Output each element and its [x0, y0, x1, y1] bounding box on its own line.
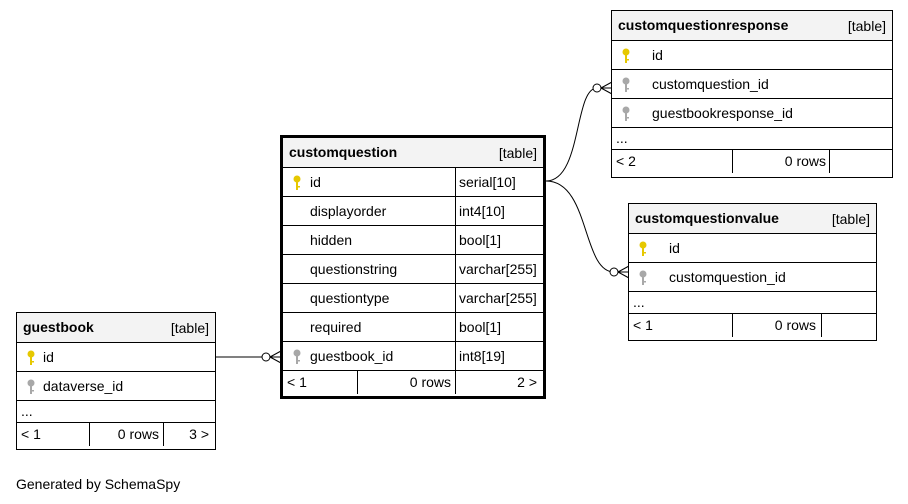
column-name: required	[310, 319, 362, 335]
table-header: customquestionvalue [table]	[629, 204, 876, 234]
row-count: 0 rows	[774, 317, 816, 333]
key-icon	[622, 106, 630, 121]
column-type: serial[10]	[459, 174, 516, 190]
column-type: int4[10]	[459, 203, 505, 219]
key-icon	[27, 350, 35, 365]
table-footer: < 1 0 rows 3 >	[17, 423, 215, 446]
table-header: guestbook [table]	[17, 313, 215, 343]
relationship-guestbook-customquestion	[216, 350, 282, 364]
table-customquestionvalue[interactable]: customquestionvalue [table] id customque…	[628, 203, 877, 341]
relationship-customquestion-customquestionvalue	[545, 180, 630, 279]
column-row: id	[629, 234, 876, 263]
table-customquestionresponse[interactable]: customquestionresponse [table] id custom…	[611, 10, 893, 178]
key-icon	[639, 270, 647, 285]
key-icon	[27, 379, 35, 394]
column-row: customquestion_id	[612, 70, 892, 99]
column-row: displayorder int4[10]	[283, 197, 543, 226]
parents-count: < 2	[616, 153, 636, 169]
column-name: displayorder	[310, 203, 387, 219]
table-name: guestbook	[23, 319, 94, 335]
column-name: dataverse_id	[43, 378, 124, 394]
column-row: guestbookresponse_id	[612, 99, 892, 128]
column-name: questionstring	[310, 261, 398, 277]
row-count: 0 rows	[409, 374, 451, 390]
generated-by-note: Generated by SchemaSpy	[16, 476, 181, 492]
parents-count: < 1	[633, 317, 653, 333]
key-icon	[293, 175, 301, 190]
column-name: questiontype	[310, 290, 390, 306]
parents-count: < 1	[287, 374, 307, 390]
table-footer: < 1 0 rows	[629, 314, 876, 337]
column-row: questionstring varchar[255]	[283, 255, 543, 284]
table-name: customquestionvalue	[635, 210, 779, 226]
column-name: id	[43, 349, 54, 365]
column-row: questiontype varchar[255]	[283, 284, 543, 313]
column-name: customquestion_id	[652, 76, 769, 92]
column-type: varchar[255]	[459, 290, 537, 306]
children-count: 3 >	[189, 426, 209, 442]
table-footer: < 1 0 rows 2 >	[283, 371, 543, 394]
column-name: id	[652, 47, 663, 63]
key-icon	[293, 349, 301, 364]
column-row: guestbook_id int8[19]	[283, 342, 543, 371]
table-kind: [table]	[831, 211, 870, 227]
key-icon	[639, 241, 647, 256]
column-name: id	[669, 240, 680, 256]
table-name: customquestion	[289, 144, 398, 160]
children-count: 2 >	[517, 374, 537, 390]
column-type: bool[1]	[459, 232, 502, 248]
more-columns: ...	[612, 128, 892, 150]
column-row: required bool[1]	[283, 313, 543, 342]
column-row: dataverse_id	[17, 372, 215, 401]
column-row: hidden bool[1]	[283, 226, 543, 255]
column-row: id	[612, 41, 892, 70]
table-kind: [table]	[498, 145, 537, 161]
table-footer: < 2 0 rows	[612, 150, 892, 173]
column-name: id	[310, 174, 321, 190]
key-icon	[622, 48, 630, 63]
column-type: bool[1]	[459, 319, 502, 335]
table-customquestion[interactable]: customquestion [table] id serial[10] dis…	[280, 135, 546, 399]
key-icon	[622, 77, 630, 92]
column-name: hidden	[310, 232, 353, 248]
table-header: customquestionresponse [table]	[612, 11, 892, 41]
table-name: customquestionresponse	[618, 17, 789, 33]
table-kind: [table]	[847, 18, 886, 34]
column-row: id	[17, 343, 215, 372]
more-columns: ...	[17, 401, 215, 423]
column-row: customquestion_id	[629, 263, 876, 292]
table-kind: [table]	[170, 320, 209, 336]
column-name: guestbook_id	[310, 348, 394, 364]
parents-count: < 1	[21, 426, 41, 442]
relationship-customquestion-customquestionresponse	[545, 81, 613, 182]
row-count: 0 rows	[117, 426, 159, 442]
column-type: int8[19]	[459, 348, 505, 364]
table-guestbook[interactable]: guestbook [table] id dataverse_id ... < …	[16, 312, 216, 450]
column-type: varchar[255]	[459, 261, 537, 277]
table-header: customquestion [table]	[283, 138, 543, 168]
column-row: id serial[10]	[283, 168, 543, 197]
column-name: customquestion_id	[669, 269, 786, 285]
row-count: 0 rows	[784, 153, 826, 169]
column-name: guestbookresponse_id	[652, 105, 793, 121]
more-columns: ...	[629, 292, 876, 314]
